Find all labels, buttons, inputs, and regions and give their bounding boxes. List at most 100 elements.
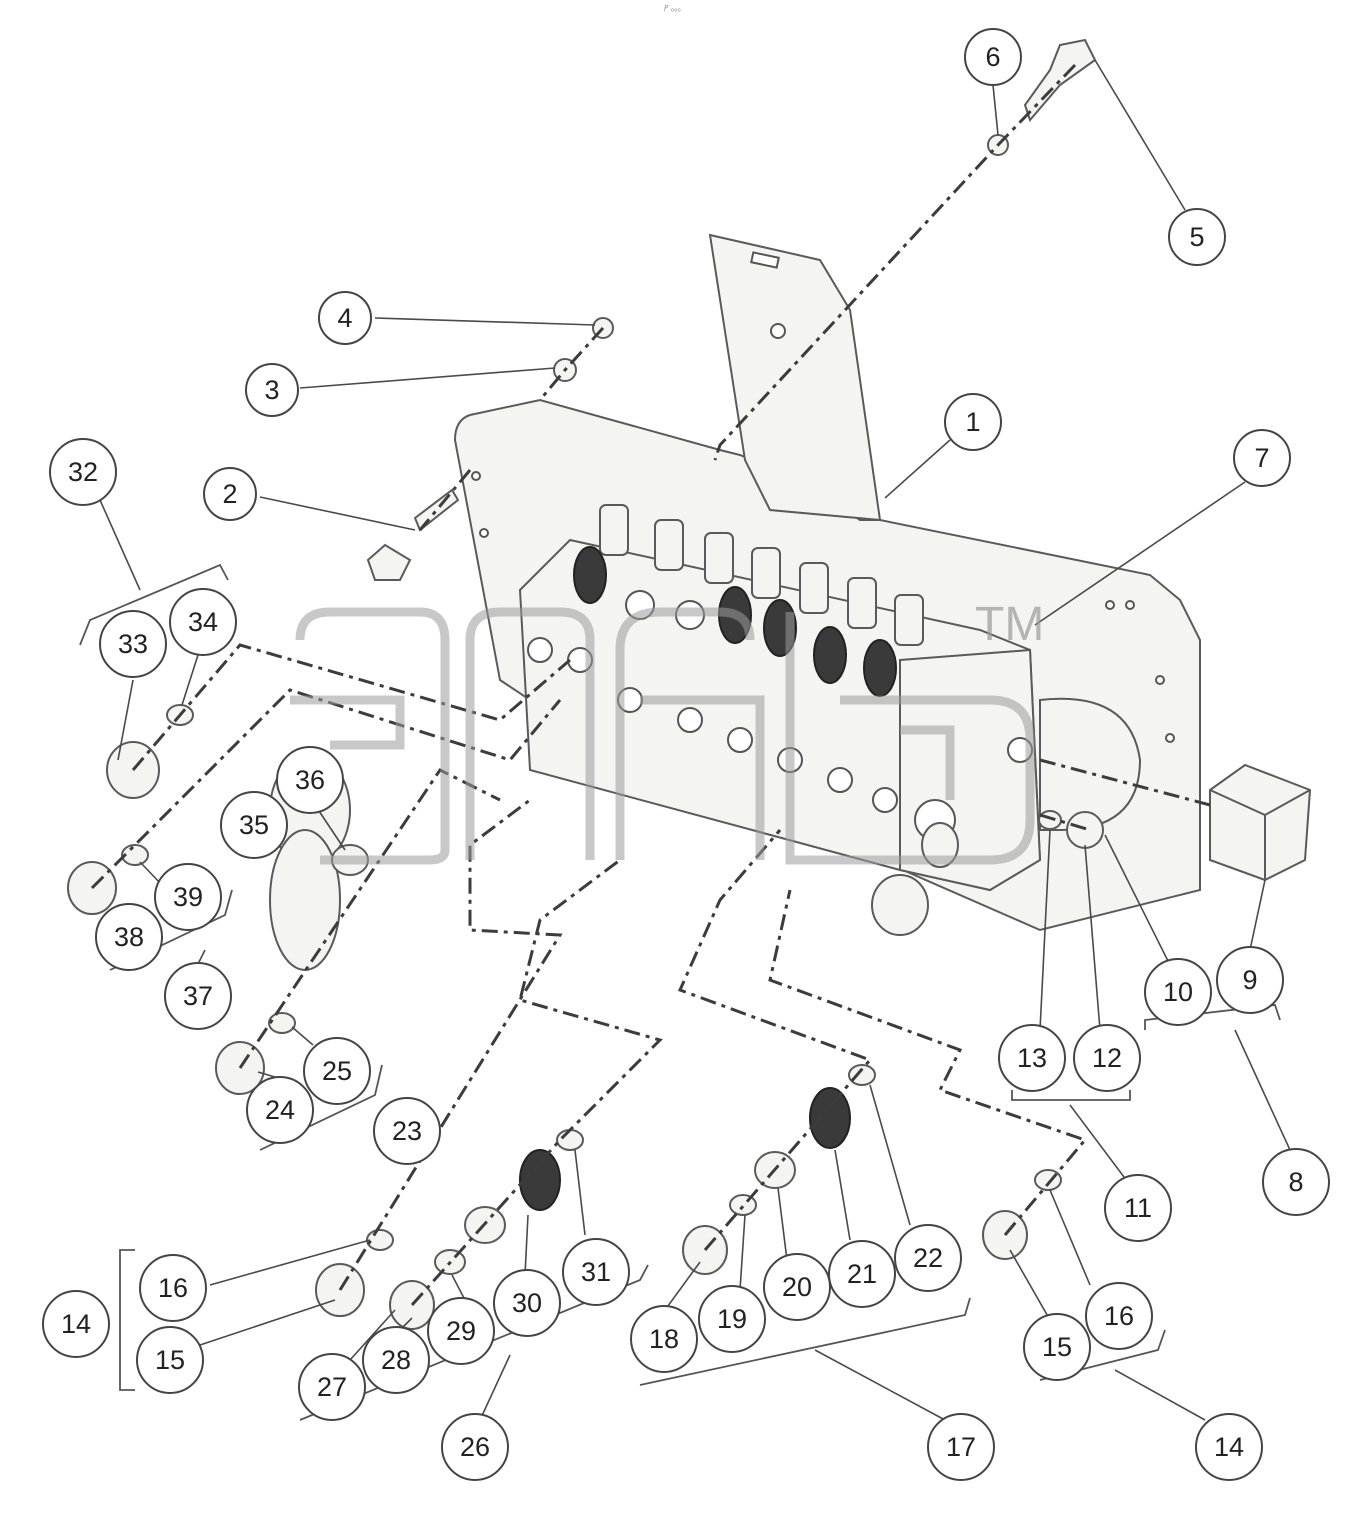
- callout-label: 1: [965, 407, 980, 437]
- callout-label: 28: [381, 1345, 411, 1375]
- callout-16: 16: [1085, 1282, 1153, 1350]
- callout-label: 30: [512, 1288, 542, 1318]
- callout-18: 18: [630, 1305, 698, 1373]
- electrical-box: [1209, 763, 1312, 882]
- callout-label: 8: [1288, 1167, 1303, 1197]
- callout-circle: [562, 1238, 630, 1306]
- callout-22: 22: [894, 1224, 962, 1292]
- callout-label: 24: [265, 1095, 295, 1125]
- callout-label: 38: [114, 922, 144, 952]
- callout-circle: [136, 1326, 204, 1394]
- callout-7: 7: [1233, 429, 1291, 487]
- callout-label: 6: [985, 42, 1000, 72]
- callout-circle: [1085, 1282, 1153, 1350]
- callout-label: 4: [337, 303, 352, 333]
- callout-15: 15: [136, 1326, 204, 1394]
- callout-circle: [154, 863, 222, 931]
- callout-label: 23: [392, 1116, 422, 1146]
- trademark-mark: TM: [975, 598, 1044, 651]
- callout-39: 39: [154, 863, 222, 931]
- callout-24: 24: [246, 1076, 314, 1144]
- callout-circle: [373, 1097, 441, 1165]
- callout-circle: [944, 393, 1002, 451]
- callout-circle: [894, 1224, 962, 1292]
- callout-38: 38: [95, 903, 163, 971]
- callout-circle: [220, 791, 288, 859]
- callout-label: 27: [317, 1372, 347, 1402]
- callout-23: 23: [373, 1097, 441, 1165]
- callout-layer: 6543172323334363539383725242331302221201…: [42, 28, 1330, 1481]
- callout-30: 30: [493, 1269, 561, 1337]
- callout-label: 36: [295, 765, 325, 795]
- callout-circle: [99, 610, 167, 678]
- callout-label: 37: [183, 981, 213, 1011]
- callout-label: 14: [61, 1309, 91, 1339]
- callout-circle: [303, 1037, 371, 1105]
- callout-label: 17: [946, 1432, 976, 1462]
- callout-label: 7: [1254, 443, 1269, 473]
- callout-label: 31: [581, 1257, 611, 1287]
- callout-label: 13: [1017, 1043, 1047, 1073]
- callout-circle: [763, 1253, 831, 1321]
- callout-circle: [169, 588, 237, 656]
- callout-34: 34: [169, 588, 237, 656]
- callout-label: 19: [717, 1304, 747, 1334]
- callout-21: 21: [828, 1240, 896, 1308]
- callout-1: 1: [944, 393, 1002, 451]
- callout-27: 27: [298, 1353, 366, 1421]
- callout-9: 9: [1216, 946, 1284, 1014]
- callout-label: 10: [1163, 977, 1193, 1007]
- callout-circle: [276, 746, 344, 814]
- callout-28: 28: [362, 1326, 430, 1394]
- callout-label: 16: [158, 1273, 188, 1303]
- callout-circle: [42, 1290, 110, 1358]
- callout-label: 15: [1042, 1332, 1072, 1362]
- callout-26: 26: [441, 1413, 509, 1481]
- callout-36: 36: [276, 746, 344, 814]
- callout-label: 15: [155, 1345, 185, 1375]
- callout-circle: [139, 1254, 207, 1322]
- callout-label: 33: [118, 629, 148, 659]
- callout-label: 21: [847, 1259, 877, 1289]
- callout-33: 33: [99, 610, 167, 678]
- callout-circle: [298, 1353, 366, 1421]
- callout-circle: [245, 363, 299, 417]
- callout-14: 14: [1195, 1413, 1263, 1481]
- callout-3: 3: [245, 363, 299, 417]
- callout-circle: [362, 1326, 430, 1394]
- callout-32: 32: [49, 438, 117, 506]
- callout-circle: [1262, 1148, 1330, 1216]
- callout-37: 37: [164, 962, 232, 1030]
- callout-circle: [1168, 208, 1226, 266]
- callout-circle: [927, 1413, 995, 1481]
- callout-circle: [427, 1297, 495, 1365]
- callout-circle: [828, 1240, 896, 1308]
- callout-8: 8: [1262, 1148, 1330, 1216]
- callout-circle: [441, 1413, 509, 1481]
- callout-circle: [246, 1076, 314, 1144]
- callout-circle: [1144, 958, 1212, 1026]
- callout-label: 22: [913, 1243, 943, 1273]
- callout-circle: [698, 1285, 766, 1353]
- callout-label: 5: [1189, 222, 1204, 252]
- callout-circle: [1104, 1174, 1172, 1242]
- callout-13: 13: [998, 1024, 1066, 1092]
- callout-circle: [95, 903, 163, 971]
- callout-circle: [318, 291, 372, 345]
- callout-circle: [203, 467, 257, 521]
- callout-label: 20: [782, 1272, 812, 1302]
- callout-14: 14: [42, 1290, 110, 1358]
- callout-circle: [1195, 1413, 1263, 1481]
- callout-15: 15: [1023, 1313, 1091, 1381]
- callout-label: 3: [264, 375, 279, 405]
- callout-label: 12: [1092, 1043, 1122, 1073]
- callout-6: 6: [964, 28, 1022, 86]
- callout-circle: [164, 962, 232, 1030]
- callout-label: 26: [460, 1432, 490, 1462]
- callout-35: 35: [220, 791, 288, 859]
- assembly-lines: [90, 63, 1211, 1307]
- callout-label: 18: [649, 1324, 679, 1354]
- header-caption: ᵢᴾ ₀₀₀: [664, 4, 681, 13]
